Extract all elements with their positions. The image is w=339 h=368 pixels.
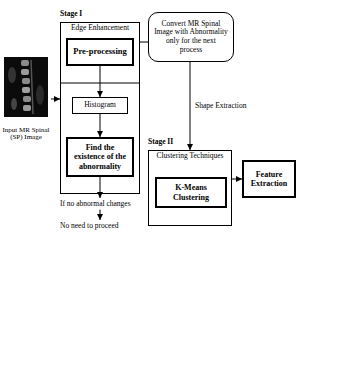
flow-arrow <box>140 42 148 43</box>
box-text: Feature Extraction <box>246 170 292 188</box>
process-box: Pre-processing <box>66 38 134 66</box>
flow-arrow <box>190 62 191 150</box>
tissue <box>11 98 17 110</box>
spinal-cord <box>31 60 33 114</box>
process-box: Find the existence of the abnormality <box>66 137 134 177</box>
section-title: Clustering Techniques <box>149 152 231 161</box>
process-box: Feature Extraction <box>242 160 296 198</box>
flow-arrow <box>100 177 101 198</box>
mr-spine-image <box>4 57 48 117</box>
stage-panel: Stage IIClustering TechniquesK-Means Clu… <box>148 150 232 226</box>
box-text: K-Means Clustering <box>159 183 223 201</box>
process-box: Histogram <box>72 97 128 114</box>
vertebra <box>21 60 29 66</box>
box-text: Input MR Spinal (SP) Image <box>1 127 51 142</box>
flow-arrow <box>232 179 242 180</box>
vertebra <box>23 96 31 102</box>
flow-arrow <box>100 66 101 97</box>
box-text: Pre-processing <box>70 47 130 57</box>
image-ground <box>4 57 48 117</box>
section-title: Edge Enhancement <box>61 24 139 33</box>
box-text: Histogram <box>74 101 126 110</box>
edge-label: Shape Extraction <box>194 102 247 111</box>
stage-heading: Stage I <box>60 10 139 19</box>
flow-arrow <box>100 114 101 137</box>
flow-arrow <box>100 210 101 220</box>
vertebra <box>22 78 30 84</box>
process-box: K-Means Clustering <box>155 177 227 208</box>
tissue <box>8 67 16 83</box>
note-text: No need to proceed <box>60 222 119 231</box>
flow-arrow <box>51 99 60 100</box>
vertebra <box>23 105 31 111</box>
box-text: Find the existence of the abnormality <box>70 143 130 171</box>
note-text: If no abnormal changes <box>60 200 131 209</box>
input-image: Input MR Spinal (SP) Image <box>1 56 51 142</box>
note-box: Convert MR Spinal Image with Abnormality… <box>148 12 234 62</box>
stage-panel: Stage IEdge EnhancementPre-processingHis… <box>60 22 140 194</box>
stage-heading: Stage II <box>148 138 231 147</box>
vertebra <box>21 69 29 75</box>
tissue <box>36 85 44 105</box>
box-text: Convert MR Spinal Image with Abnormality… <box>154 20 228 55</box>
vertebra <box>22 87 30 93</box>
